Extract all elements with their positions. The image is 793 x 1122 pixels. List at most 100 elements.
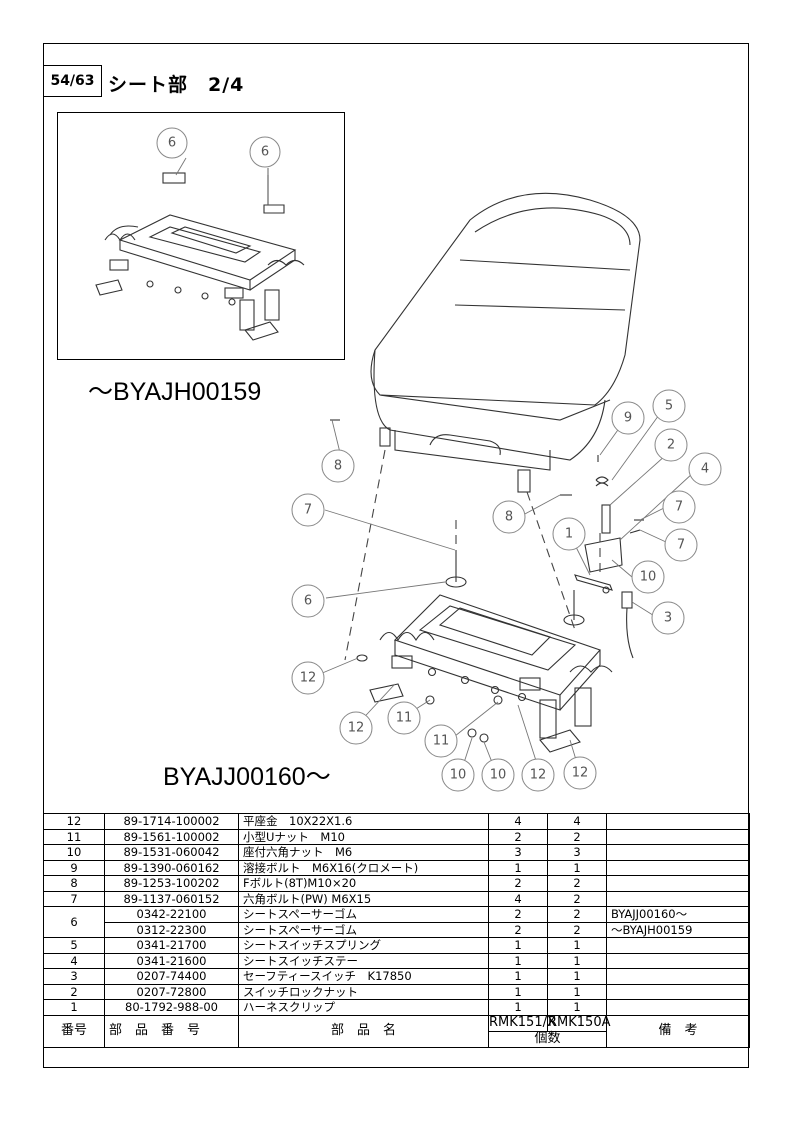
svg-text:12: 12 bbox=[572, 766, 589, 781]
header-part-no: 部 品 番 号 bbox=[104, 1014, 239, 1048]
cell-no: 8 bbox=[43, 875, 105, 892]
cell-remarks bbox=[606, 828, 750, 845]
cell-remarks bbox=[606, 952, 750, 969]
svg-text:2: 2 bbox=[667, 438, 675, 453]
cell-no: 3 bbox=[43, 968, 105, 985]
page-title: シート部 2/4 bbox=[108, 74, 245, 96]
cell-qty-b: 1 bbox=[547, 983, 607, 1000]
cell-remarks bbox=[606, 875, 750, 892]
cell-qty-a: 2 bbox=[488, 921, 548, 938]
svg-text:11: 11 bbox=[396, 711, 413, 726]
cell-part-no: 0341-21600 bbox=[104, 952, 239, 969]
cell-remarks bbox=[606, 937, 750, 954]
table-header-row: 個数 bbox=[44, 1030, 750, 1048]
cell-part-no: 0207-74400 bbox=[104, 968, 239, 985]
cell-part-no: 89-1390-060162 bbox=[104, 859, 239, 876]
cell-part-name: ハーネスクリップ bbox=[238, 999, 489, 1016]
svg-text:9: 9 bbox=[624, 411, 632, 426]
svg-text:10: 10 bbox=[640, 570, 657, 585]
callout-balloon: 11 bbox=[424, 724, 458, 758]
cell-no: 7 bbox=[43, 890, 105, 907]
cell-qty-a: 1 bbox=[488, 859, 548, 876]
cell-remarks bbox=[606, 813, 750, 830]
svg-text:12: 12 bbox=[348, 721, 365, 736]
cell-no: 2 bbox=[43, 983, 105, 1000]
svg-text:6: 6 bbox=[261, 145, 269, 160]
cell-qty-b: 2 bbox=[547, 875, 607, 892]
callout-balloon: 10 bbox=[631, 560, 665, 594]
callout-balloon: 6 bbox=[291, 584, 325, 618]
cell-qty-a: 1 bbox=[488, 937, 548, 954]
callout-balloon: 1 bbox=[552, 517, 586, 551]
callout-balloon: 3 bbox=[651, 601, 685, 635]
header-no: 番号 bbox=[43, 1014, 105, 1048]
cell-remarks: ～BYAJH00159 bbox=[606, 921, 750, 938]
header-remarks: 備 考 bbox=[606, 1014, 750, 1048]
cell-part-no: 0342-22100 bbox=[104, 906, 239, 923]
seat-rail-frame bbox=[330, 419, 644, 753]
cell-remarks bbox=[606, 968, 750, 985]
callout-balloon: 12 bbox=[563, 756, 597, 790]
svg-text:1: 1 bbox=[565, 527, 573, 542]
callout-balloon: 7 bbox=[662, 490, 696, 524]
cell-part-name: 六角ボルト(PW) M6X15 bbox=[238, 890, 489, 907]
svg-text:12: 12 bbox=[530, 768, 547, 783]
cell-remarks: BYAJJ00160～ bbox=[606, 906, 750, 923]
cell-qty-b: 1 bbox=[547, 952, 607, 969]
svg-text:4: 4 bbox=[701, 462, 709, 477]
callout-balloon: 11 bbox=[387, 701, 421, 735]
cell-no: 1 bbox=[43, 999, 105, 1016]
cell-remarks bbox=[606, 983, 750, 1000]
svg-text:7: 7 bbox=[304, 503, 312, 518]
cell-part-name: シートスイッチステー bbox=[238, 952, 489, 969]
cell-no: 4 bbox=[43, 952, 105, 969]
cell-part-no: 89-1531-060042 bbox=[104, 844, 239, 861]
cell-qty-b: 2 bbox=[547, 921, 607, 938]
cell-no: 6 bbox=[43, 906, 105, 938]
cell-part-name: 平座金 10X22X1.6 bbox=[238, 813, 489, 830]
svg-text:6: 6 bbox=[304, 594, 312, 609]
callout-balloon: 2 bbox=[654, 428, 688, 462]
cell-qty-a: 2 bbox=[488, 875, 548, 892]
svg-text:8: 8 bbox=[505, 510, 513, 525]
svg-text:7: 7 bbox=[677, 538, 685, 553]
cell-part-name: 小型Uナット M10 bbox=[238, 828, 489, 845]
leader-lines bbox=[175, 157, 694, 776]
callout-balloon: 12 bbox=[339, 711, 373, 745]
cell-qty-b: 2 bbox=[547, 828, 607, 845]
cell-qty-b: 1 bbox=[547, 999, 607, 1016]
svg-text:10: 10 bbox=[490, 768, 507, 783]
cell-qty-a: 1 bbox=[488, 968, 548, 985]
header-qty: 個数 bbox=[488, 1030, 607, 1048]
inset-seat-frame bbox=[95, 168, 305, 341]
cell-part-no: 89-1137-060152 bbox=[104, 890, 239, 907]
svg-text:12: 12 bbox=[300, 671, 317, 686]
callout-balloon: 12 bbox=[521, 758, 555, 792]
cell-part-name: セーフティースイッチ K17850 bbox=[238, 968, 489, 985]
page-frame bbox=[43, 43, 749, 1068]
callout-group: 6 6 9 5 2 4 7 7 1 10 3 8 8 7 6 12 12 11 … bbox=[156, 127, 722, 792]
svg-text:7: 7 bbox=[675, 500, 683, 515]
cell-qty-a: 1 bbox=[488, 952, 548, 969]
callout-balloon: 12 bbox=[291, 661, 325, 695]
cell-qty-a: 2 bbox=[488, 828, 548, 845]
callout-balloon: 7 bbox=[664, 528, 698, 562]
cell-no: 12 bbox=[43, 813, 105, 830]
cell-part-name: シートスイッチスプリング bbox=[238, 937, 489, 954]
cell-no: 9 bbox=[43, 859, 105, 876]
cell-part-no: 0207-72800 bbox=[104, 983, 239, 1000]
cell-no: 11 bbox=[43, 828, 105, 845]
cell-qty-b: 2 bbox=[547, 890, 607, 907]
cell-part-no: 80-1792-988-00 bbox=[104, 999, 239, 1016]
cell-no: 5 bbox=[43, 937, 105, 954]
cell-part-name: シートスペーサーゴム bbox=[238, 921, 489, 938]
